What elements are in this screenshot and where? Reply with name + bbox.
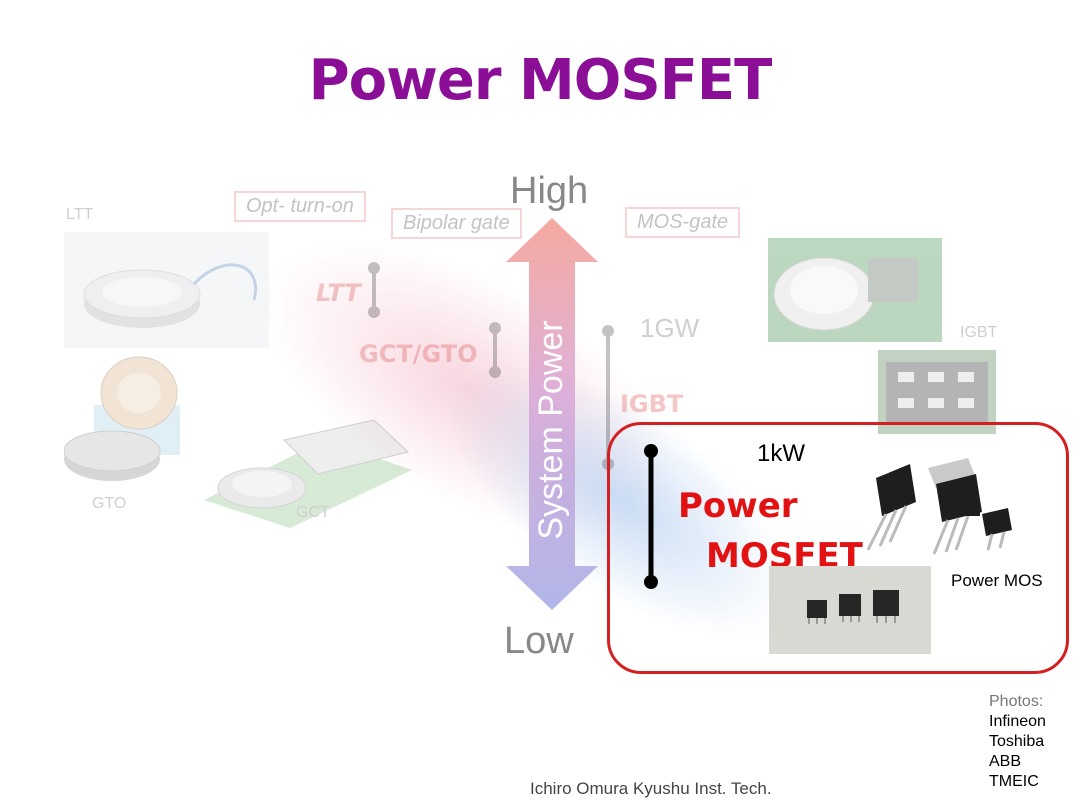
credit-abb: ABB (989, 753, 1022, 770)
range-1kw: 1kW (757, 440, 805, 467)
footer-author: Ichiro Omura Kyushu Inst. Tech. (530, 779, 772, 798)
tag-opt-turn-on: Opt- turn-on (234, 191, 366, 222)
credit-tmeic: TMEIC (989, 773, 1039, 790)
range-1gw: 1GW (640, 313, 700, 343)
axis-high-label: High (510, 170, 589, 212)
photo-credits: Photos: Infineon Toshiba ABB TMEIC (989, 692, 1046, 792)
tag-mos-gate: MOS-gate (625, 207, 741, 238)
device-ltt: LTT (316, 279, 361, 307)
photo-label-gto: GTO (92, 495, 127, 512)
photo-label-igbt: IGBT (960, 324, 998, 341)
thyristor-disc-icon (83, 263, 257, 328)
axis-low-label: Low (504, 620, 574, 662)
power-mosfet-name-line1: Power (678, 486, 798, 526)
photo-label-ltt: LTT (66, 206, 94, 223)
system-power-arrow (506, 218, 598, 610)
photo-smd-packages (769, 566, 931, 654)
photo-label-power-mos: Power MOS (951, 571, 1043, 590)
gct-module-icon (204, 419, 412, 528)
credits-heading: Photos: (989, 693, 1044, 710)
device-igbt: IGBT (620, 390, 684, 418)
photo-gct (194, 419, 412, 530)
igbt-module-icon (886, 362, 988, 424)
device-gct-gto: GCT/GTO (359, 340, 478, 368)
photo-label-gct: GCT (296, 504, 330, 521)
photo-igbt-module (878, 350, 996, 434)
tag-bipolar-gate: Bipolar gate (391, 208, 522, 239)
photo-ltt (64, 232, 269, 348)
gto-disc-icon (63, 356, 180, 481)
smd-package-icon (807, 590, 899, 624)
photo-power-mos-packages (858, 458, 1018, 558)
photo-gto (63, 355, 180, 490)
igbt-press-pack-icon (773, 257, 918, 331)
page-title: Power MOSFET (308, 48, 773, 113)
power-mosfet-highlight-box (607, 422, 1069, 674)
photo-igbt-press-pack (768, 238, 942, 342)
credit-toshiba: Toshiba (989, 733, 1045, 750)
to220-package-icon (866, 458, 1012, 555)
credit-infineon: Infineon (989, 713, 1046, 730)
